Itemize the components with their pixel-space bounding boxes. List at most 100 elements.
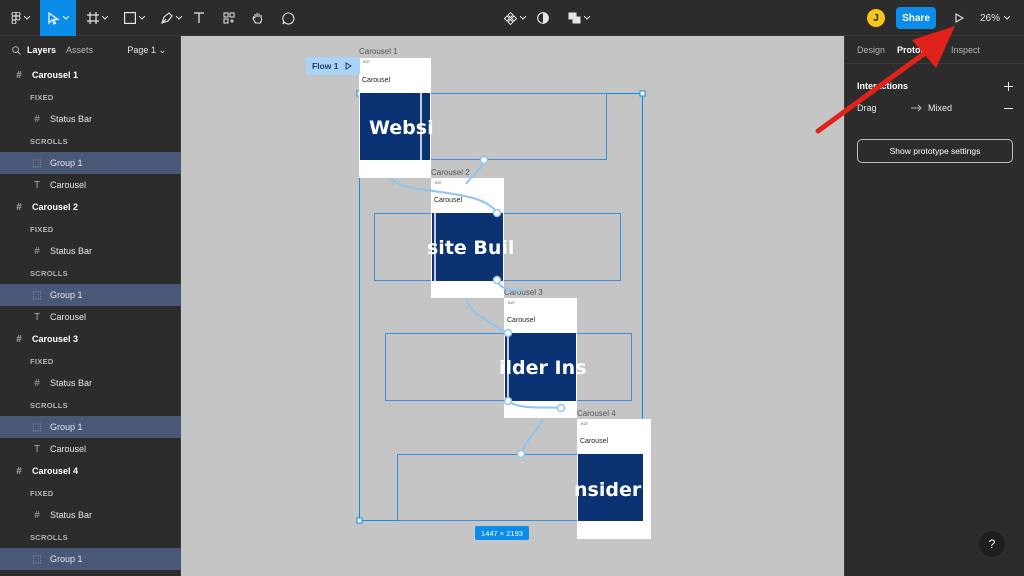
layer-frame[interactable]: # Carousel 3	[0, 328, 181, 350]
layer-frame[interactable]: #Carousel 1	[0, 64, 181, 86]
interaction-row[interactable]: Drag Mixed	[845, 100, 1024, 116]
frame-tool-button[interactable]	[80, 0, 114, 36]
group-icon: ⬚	[32, 553, 42, 565]
frame-1-header: Carousel	[362, 77, 390, 84]
layer-label: Group 1	[50, 422, 83, 432]
frame-1-name[interactable]: Carousel 1	[359, 47, 398, 56]
layer-item[interactable]: ⬚Group 1	[0, 284, 181, 306]
connection-node[interactable]	[556, 403, 566, 413]
plus-icon[interactable]	[1004, 81, 1013, 91]
zoom-dropdown[interactable]: 26%	[980, 0, 1011, 36]
main-menu-button[interactable]	[4, 0, 36, 36]
toolbar: J Share 26%	[0, 0, 1024, 36]
frame-2-name[interactable]: Carousel 2	[431, 168, 470, 177]
pen-tool-button[interactable]	[154, 0, 188, 36]
avatar[interactable]: J	[867, 9, 885, 27]
chevron-down-icon	[1004, 16, 1011, 20]
layer-label: Group 1	[50, 158, 83, 168]
tab-inspect[interactable]: Inspect	[951, 44, 981, 55]
group-icon: ⬚	[32, 289, 42, 301]
layer-label: Carousel 3	[32, 334, 79, 344]
tab-layers[interactable]: Layers	[27, 45, 57, 55]
connection-node[interactable]	[503, 328, 513, 338]
layer-frame[interactable]: #Carousel 2	[0, 196, 181, 218]
canvas[interactable]: Carousel 1 9:27 Carousel Websi Carousel …	[181, 36, 844, 576]
layer-section-label: SCROLLS	[0, 262, 181, 284]
tab-assets[interactable]: Assets	[66, 45, 94, 55]
connection-node[interactable]	[516, 449, 526, 459]
connection-node[interactable]	[503, 396, 513, 406]
mask-button[interactable]	[535, 0, 551, 36]
layer-frame[interactable]: #Carousel 4	[0, 460, 181, 482]
canvas-svg: Carousel 1 9:27 Carousel Websi Carousel …	[356, 47, 651, 539]
figma-logo-icon	[11, 12, 20, 24]
minus-icon[interactable]	[1004, 104, 1013, 113]
layer-section-label: SCROLLS	[0, 394, 181, 416]
resources-button[interactable]	[220, 0, 238, 36]
frame-3-name[interactable]: Carousel 3	[504, 288, 543, 297]
layer-item[interactable]: ⬚Group 1	[0, 548, 181, 570]
cursor-icon	[47, 11, 60, 25]
search-icon[interactable]	[12, 45, 21, 55]
flow-label: Flow 1	[312, 61, 339, 71]
status-time: 9:27	[363, 60, 370, 64]
layer-item[interactable]: T Carousel	[0, 174, 181, 196]
layer-label: Carousel	[50, 180, 87, 190]
layer-label: FIXED	[30, 92, 54, 102]
zoom-level: 26%	[980, 12, 1001, 24]
layer-label: Status Bar	[50, 378, 93, 388]
help-button[interactable]: ?	[979, 531, 1005, 557]
connection-node[interactable]	[492, 208, 502, 218]
selection-handle-top-right[interactable]	[639, 90, 646, 97]
share-button[interactable]: Share	[896, 7, 936, 29]
page-selector[interactable]: Page 1 ⌄	[127, 44, 166, 55]
frame-icon: #	[34, 245, 40, 257]
boolean-operations-button[interactable]	[564, 0, 594, 36]
layer-item[interactable]: #Status Bar	[0, 504, 181, 526]
connection-4-loop[interactable]	[520, 419, 544, 455]
present-button[interactable]	[950, 0, 968, 36]
chevron-down-icon	[101, 16, 108, 20]
layer-label: Status Bar	[50, 246, 93, 256]
status-time: 9:27	[508, 301, 515, 305]
play-icon	[954, 13, 964, 23]
layer-label: FIXED	[30, 224, 54, 234]
layer-label: Carousel	[50, 312, 87, 322]
frame-icon: #	[34, 113, 40, 125]
text-layer-icon: T	[33, 443, 41, 455]
shape-tool-button[interactable]	[117, 0, 151, 36]
chevron-down-icon	[138, 16, 145, 20]
connection-1-2[interactable]	[390, 177, 498, 214]
show-prototype-settings-button[interactable]: Show prototype settings	[857, 139, 1013, 163]
move-tool-button[interactable]	[40, 0, 76, 36]
layer-item[interactable]: # Status Bar	[0, 108, 181, 130]
connection-node[interactable]	[479, 155, 489, 165]
tab-design[interactable]: Design	[857, 44, 886, 55]
connection-2-3[interactable]	[465, 297, 507, 334]
pen-icon	[160, 12, 173, 24]
layer-item[interactable]: ⬚Group 1	[0, 152, 181, 174]
hand-icon	[252, 12, 263, 24]
layer-item[interactable]: # Status Bar	[0, 240, 181, 262]
text-layer-icon: T	[33, 179, 41, 191]
component-tool-button[interactable]	[500, 0, 530, 36]
hand-tool-button[interactable]	[249, 0, 267, 36]
frame-4-banner-text: nsider	[574, 479, 642, 501]
comment-tool-button[interactable]	[279, 0, 297, 36]
text-tool-button[interactable]	[190, 0, 208, 36]
connection-nodes	[479, 155, 566, 459]
tab-prototype[interactable]: Prototype	[897, 44, 940, 55]
frame-3-banner	[505, 333, 576, 401]
frame-4-name[interactable]: Carousel 4	[577, 409, 616, 418]
flow-starting-point[interactable]: Flow 1	[306, 57, 360, 75]
selection-handle-bottom-left[interactable]	[356, 517, 363, 524]
layer-label: Status Bar	[50, 114, 93, 124]
frame-icon: #	[16, 333, 22, 345]
layer-label: SCROLLS	[30, 136, 68, 146]
connection-node[interactable]	[492, 275, 502, 285]
frame-2-header: Carousel	[434, 197, 462, 204]
layer-item[interactable]: #Status Bar	[0, 372, 181, 394]
layer-item[interactable]: ⬚Group 1	[0, 416, 181, 438]
